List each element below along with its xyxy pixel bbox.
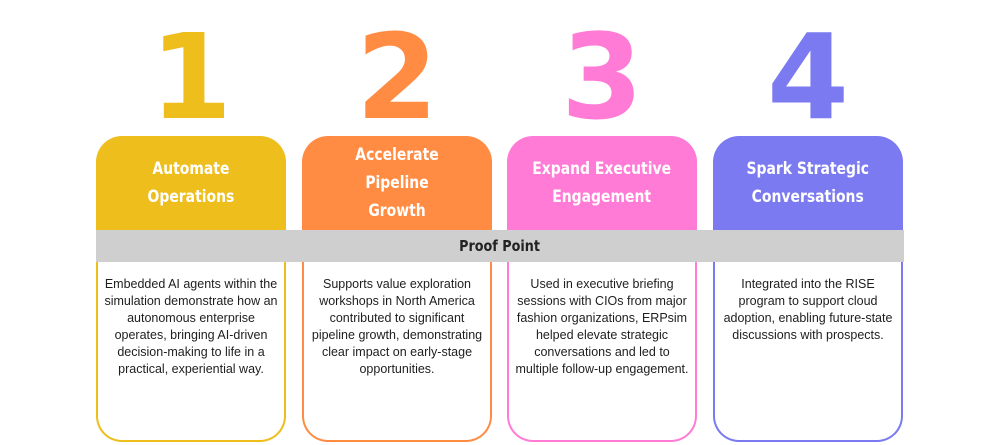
card-body-4: Integrated into the RISE program to supp… <box>713 262 903 442</box>
card-header-3: Expand Executive Engagement <box>507 136 697 230</box>
card-title-2: Accelerate Pipeline Growth <box>355 145 439 221</box>
card-body-2: Supports value exploration workshops in … <box>302 262 492 442</box>
card-title-1: Automate Operations <box>147 159 235 207</box>
proof-point-label: Proof Point <box>459 237 541 255</box>
step-number-3: 3 <box>560 8 644 146</box>
card-1: 1 Automate Operations Embedded AI agents… <box>96 0 286 445</box>
card-4: 4 Spark Strategic Conversations Integrat… <box>713 0 903 445</box>
card-header-2: Accelerate Pipeline Growth <box>302 136 492 230</box>
card-2: 2 Accelerate Pipeline Growth Supports va… <box>302 0 492 445</box>
card-header-4: Spark Strategic Conversations <box>713 136 903 230</box>
step-number-1: 1 <box>149 8 233 146</box>
card-header-1: Automate Operations <box>96 136 286 230</box>
card-body-3: Used in executive briefing sessions with… <box>507 262 697 442</box>
card-title-4: Spark Strategic Conversations <box>746 159 870 207</box>
step-number-2: 2 <box>355 8 439 146</box>
card-title-3: Expand Executive Engagement <box>532 159 672 207</box>
step-number-4: 4 <box>766 8 850 146</box>
card-3: 3 Expand Executive Engagement Used in ex… <box>507 0 697 445</box>
proof-point-band: Proof Point <box>96 230 904 262</box>
card-body-1: Embedded AI agents within the simulation… <box>96 262 286 442</box>
